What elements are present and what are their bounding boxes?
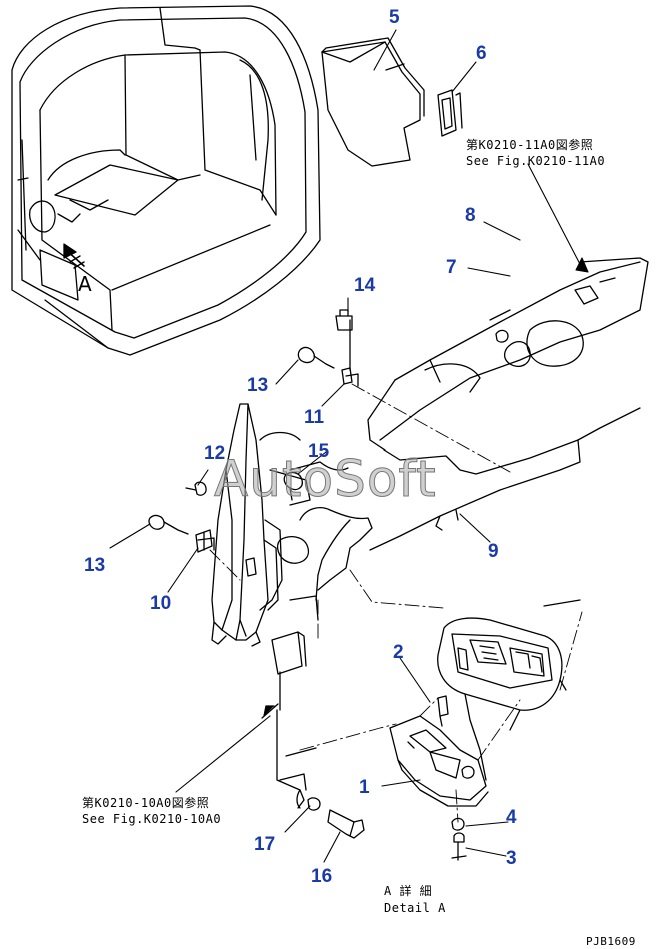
harness bbox=[261, 631, 317, 809]
callout-10: 10 bbox=[150, 593, 172, 614]
callout-16: 16 bbox=[311, 866, 333, 887]
part-5-panel bbox=[321, 37, 425, 167]
callout-17: 17 bbox=[254, 834, 276, 855]
callout-3: 3 bbox=[506, 848, 517, 869]
brackets bbox=[148, 309, 359, 553]
callout-15: 15 bbox=[308, 441, 330, 462]
ref-fig-10-en: See Fig.K0210-10A0 bbox=[82, 812, 222, 826]
callout-13b: 13 bbox=[84, 555, 106, 576]
callout-1: 1 bbox=[359, 777, 370, 798]
phantom-lines bbox=[209, 383, 583, 823]
callout-14: 14 bbox=[354, 275, 376, 296]
console-assembly bbox=[259, 257, 649, 621]
ref-fig-11-en: See Fig.K0210-11A0 bbox=[466, 154, 606, 168]
leader-lines bbox=[109, 29, 589, 863]
callout-8: 8 bbox=[465, 205, 476, 226]
callout-12: 12 bbox=[204, 443, 226, 464]
ref-fig-11-jp: 第K0210-11A0図参照 bbox=[466, 138, 594, 152]
callout-11: 11 bbox=[304, 407, 325, 428]
callout-13a: 13 bbox=[247, 375, 269, 396]
part-6-grommet bbox=[437, 89, 463, 137]
callout-6: 6 bbox=[476, 43, 487, 64]
callout-9: 9 bbox=[488, 541, 499, 562]
detail-a-jp: A 詳 細 bbox=[384, 884, 433, 898]
cab-overview bbox=[11, 5, 321, 356]
view-letter-a: A bbox=[78, 272, 92, 296]
mount-bracket bbox=[307, 695, 489, 861]
callout-2: 2 bbox=[393, 642, 404, 663]
side-panel bbox=[211, 403, 279, 647]
detail-a-en: Detail A bbox=[384, 901, 446, 915]
page-code: PJB1609 bbox=[586, 935, 636, 948]
callout-4: 4 bbox=[506, 807, 517, 828]
monitor-controller bbox=[437, 599, 581, 781]
callout-7: 7 bbox=[446, 257, 457, 278]
callout-5: 5 bbox=[389, 7, 400, 28]
ref-fig-10-jp: 第K0210-10A0図参照 bbox=[82, 796, 210, 810]
watermark: AutoSoft bbox=[214, 450, 437, 509]
